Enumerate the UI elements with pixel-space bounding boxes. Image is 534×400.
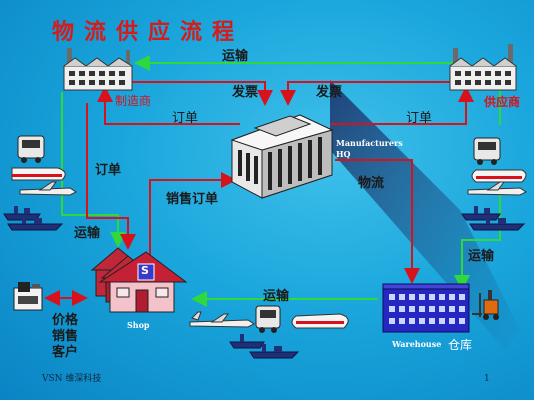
manufacturer-factory-icon (63, 48, 133, 91)
transport-right-label: 运输 (468, 249, 495, 264)
transport-top-label: 运输 (222, 49, 249, 64)
logistics-label: 物流 (358, 176, 385, 191)
order-right-arrow (330, 86, 474, 125)
hq-building-icon (230, 114, 334, 199)
red-flows (44, 81, 474, 306)
truck-icon-right (473, 137, 501, 165)
ships-icon-bottom (229, 334, 300, 359)
order-left-arrow (97, 86, 240, 125)
warehouse-label: Warehouse (392, 339, 442, 349)
shop-house-icon (90, 247, 188, 313)
green-flows (61, 55, 501, 307)
sales-order-label: 销售订单 (166, 192, 219, 207)
truck-icon-bottom (255, 305, 281, 333)
transport-right-arrow (454, 195, 501, 291)
invoice-left-arrow (118, 81, 273, 106)
order-left-label: 订单 (172, 111, 199, 126)
logistics-arrow (335, 159, 420, 284)
train-icon-left (11, 167, 66, 181)
shop-sign-letter: S (141, 264, 149, 277)
footer-page-number: 1 (484, 374, 490, 384)
invoice-right-label: 发票 (316, 85, 343, 100)
train-icon-right (471, 169, 527, 183)
hq-label-line1: Manufacturers (336, 138, 403, 148)
shop-label: Shop (127, 320, 150, 330)
customer-label-line3: 客户 (52, 345, 79, 360)
truck-icon-left (17, 135, 45, 163)
manufacturer-label: 制造商 (115, 94, 152, 108)
hq-label-line2: HQ (336, 149, 351, 159)
shadow-beam (330, 80, 520, 350)
warehouse-cn-label: 仓库 (448, 338, 473, 352)
customer-label-line1: 价格 (52, 313, 79, 328)
order-mid-arrow (86, 103, 136, 250)
order-right-label: 订单 (406, 111, 433, 126)
supplier-factory-icon (449, 44, 517, 91)
train-icon-bottom (291, 313, 349, 329)
supplier-label: 供应商 (484, 95, 521, 109)
customer-terminal-icon (13, 282, 43, 311)
sales-order-arrow (149, 172, 237, 255)
transport-left-label: 运输 (74, 226, 101, 241)
airplane-icon-bottom (189, 311, 255, 328)
order-mid-label: 订单 (95, 163, 122, 178)
invoice-left-label: 发票 (232, 85, 259, 100)
page-title: 物流供应流程 (52, 19, 245, 45)
warehouse-icon (382, 283, 470, 333)
footer-company: VSN 维深科技 (42, 374, 102, 384)
airplane-icon-left (19, 181, 77, 196)
invoice-right-arrow (280, 81, 455, 106)
airplane-icon-right (467, 181, 527, 196)
ships-icon-right (461, 206, 526, 231)
customer-label-line2: 销售 (52, 329, 79, 344)
transport-bottom-label: 运输 (263, 289, 290, 304)
ships-icon-left (3, 206, 64, 231)
transport-left-arrow (61, 92, 126, 248)
forklift-icon (472, 290, 499, 320)
